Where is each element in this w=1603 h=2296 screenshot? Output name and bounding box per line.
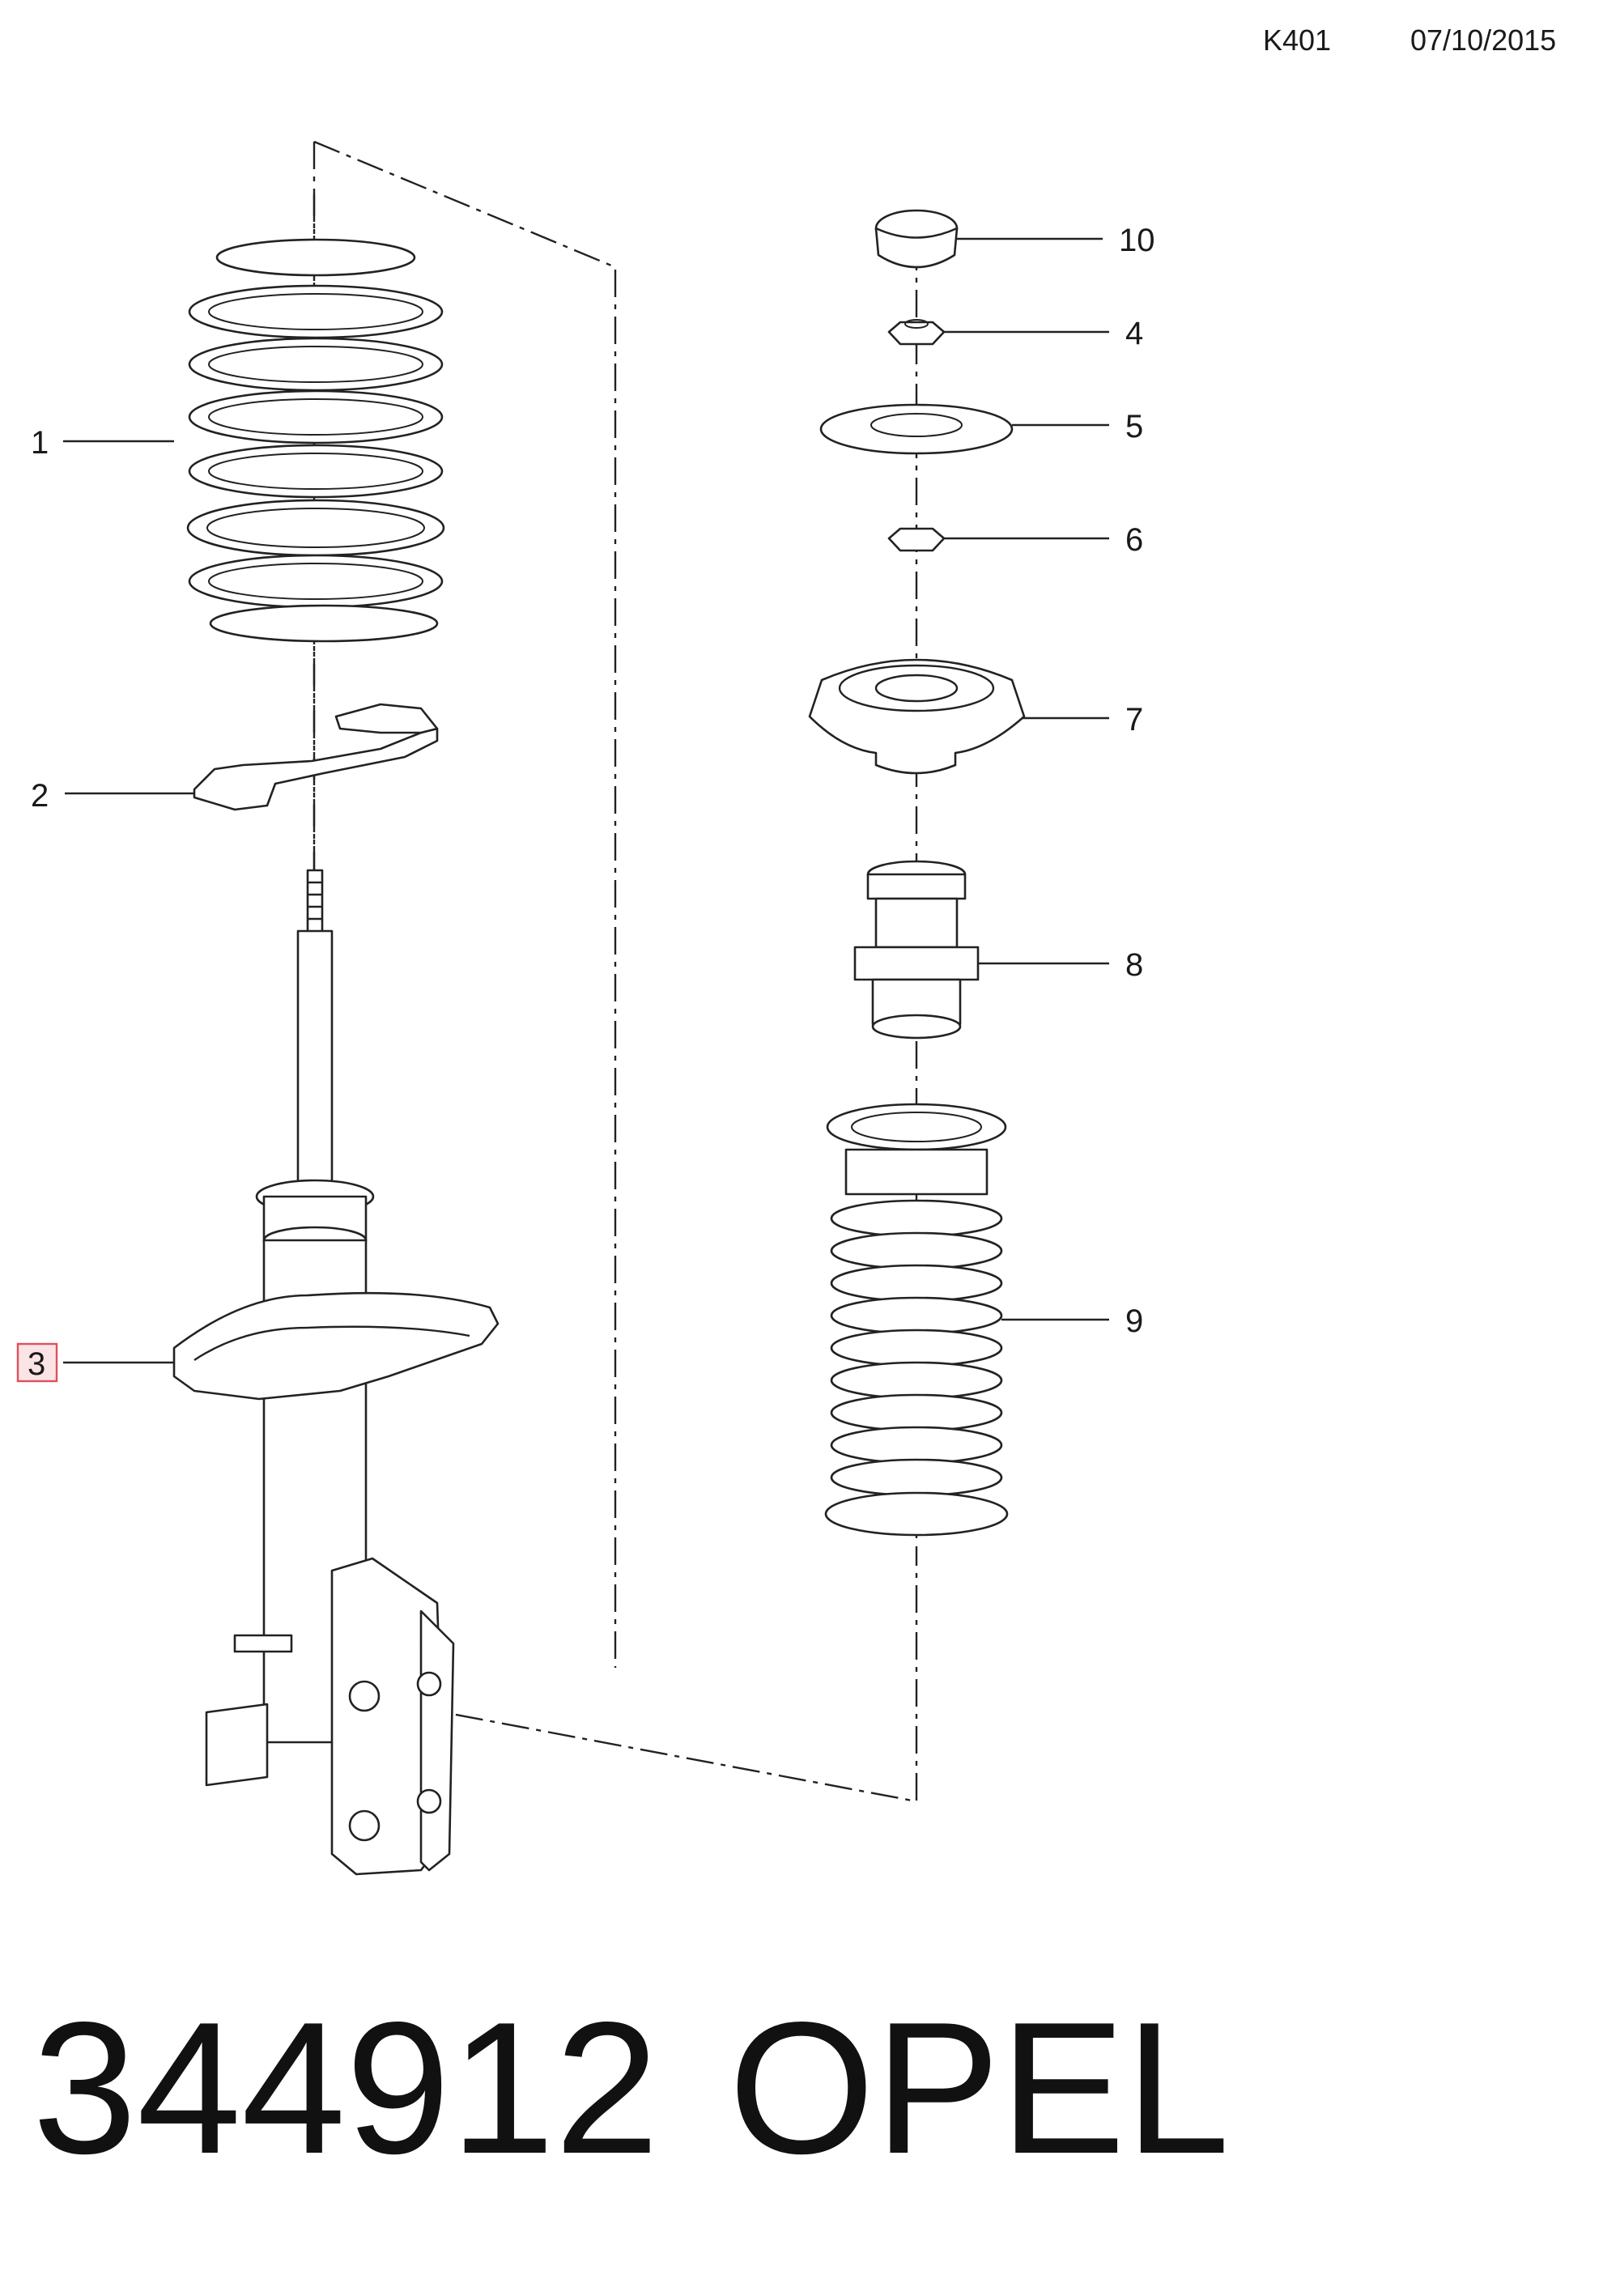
- callout-6[interactable]: 6: [1125, 522, 1143, 558]
- cap: [874, 209, 959, 269]
- nut-lower: [887, 527, 946, 552]
- strut-top-mount: [808, 658, 1026, 775]
- diagram-code: K401: [1263, 23, 1332, 57]
- callout-1[interactable]: 1: [31, 425, 49, 461]
- callout-4[interactable]: 4: [1125, 316, 1143, 351]
- callout-3-highlight: [16, 1342, 58, 1383]
- callout-9[interactable]: 9: [1125, 1303, 1143, 1339]
- nut-upper: [887, 319, 946, 346]
- callout-8[interactable]: 8: [1125, 947, 1143, 983]
- bump-stop: [853, 860, 980, 1040]
- part-number: 344912: [32, 1983, 660, 2193]
- callout-5[interactable]: 5: [1125, 409, 1143, 444]
- assembly-frame: [313, 140, 918, 1803]
- washer: [819, 403, 1014, 455]
- brand-name: OPEL: [729, 1983, 1230, 2193]
- coil-spring: [186, 238, 445, 643]
- callout-7[interactable]: 7: [1125, 702, 1143, 738]
- shock-absorber-strut: [172, 869, 500, 1876]
- spring-seat: [193, 703, 439, 811]
- diagram-date: 07/10/2015: [1410, 23, 1557, 57]
- callout-10[interactable]: 10: [1119, 223, 1155, 258]
- dust-boot: [824, 1103, 1009, 1537]
- callout-2[interactable]: 2: [31, 778, 49, 814]
- callout-3[interactable]: 3: [28, 1346, 45, 1382]
